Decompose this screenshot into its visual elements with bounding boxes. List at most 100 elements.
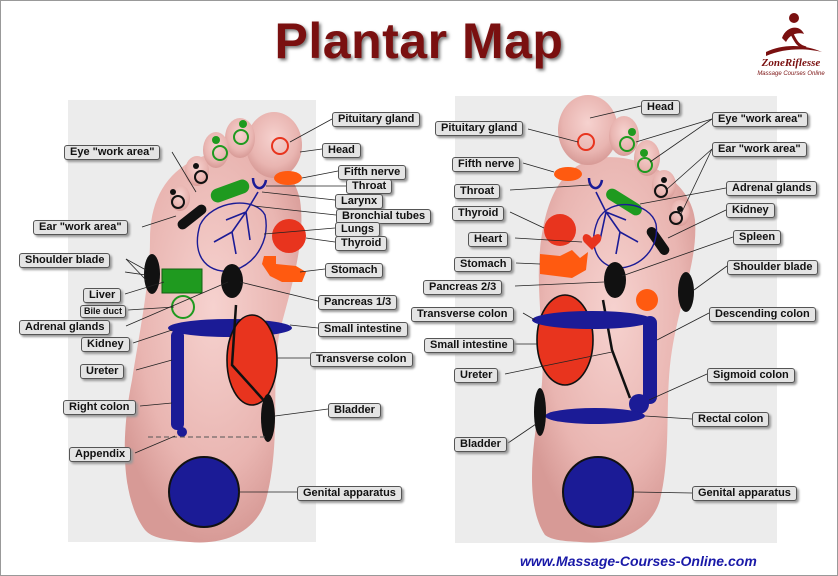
logo-tagline: Massage Courses Online	[757, 71, 825, 77]
right-label-ear-work-area: Ear "work area"	[712, 142, 807, 157]
left-label-eye-work-area: Eye "work area"	[64, 145, 161, 160]
right-ear-dot	[661, 177, 667, 183]
left-appendix-mark	[177, 427, 187, 437]
left-toe-4	[185, 156, 209, 186]
left-label-larynx: Larynx	[335, 194, 384, 209]
right-stomach-mark	[540, 250, 588, 278]
right-label-kidney: Kidney	[726, 203, 775, 218]
zone-riflesse-logo-icon	[766, 13, 822, 56]
left-foot	[124, 112, 306, 543]
right-shoulder-mark	[678, 272, 694, 312]
left-lungs-outline	[196, 202, 267, 272]
right-label-thyroid: Thyroid	[452, 206, 505, 221]
left-label-bladder: Bladder	[328, 403, 381, 418]
left-eye-ring	[233, 129, 249, 145]
left-label-ear-work-area: Ear "work area"	[33, 220, 128, 235]
left-throat-mark	[251, 177, 268, 190]
left-thyroid-bar	[210, 179, 250, 203]
right-eye-ring-2	[637, 157, 653, 173]
right-label-stomach: Stomach	[454, 257, 513, 272]
right-eye-dot	[628, 128, 636, 136]
logo-name: ZoneRiflesse	[761, 57, 821, 69]
right-toe-big	[558, 95, 618, 165]
right-label-descending-colon: Descending colon	[709, 307, 816, 322]
right-eye-ring	[619, 136, 635, 152]
right-fifth-nerve-mark	[554, 167, 582, 181]
right-label-eye-work-area: Eye "work area"	[712, 112, 809, 127]
right-label-pituitary-gland: Pituitary gland	[435, 121, 524, 136]
left-label-kidney: Kidney	[81, 337, 130, 352]
right-toe-2	[609, 116, 639, 156]
left-eye-dot	[239, 120, 247, 128]
left-label-transverse-colon: Transverse colon	[310, 352, 413, 367]
left-label-genital-apparatus: Genital apparatus	[297, 486, 402, 501]
right-adrenal-bar	[606, 188, 642, 216]
left-stomach-mark	[262, 256, 306, 282]
left-shoulder-mark	[144, 254, 160, 294]
left-label-head: Head	[322, 143, 361, 158]
right-kidney-mark	[536, 294, 594, 386]
left-ear-bar	[177, 204, 207, 230]
right-label-pancreas: Pancreas 2/3	[423, 280, 503, 295]
left-genital-mark	[168, 456, 240, 528]
right-label-spleen: Spleen	[733, 230, 782, 245]
right-ear-dot-2	[677, 206, 683, 212]
right-thyroid-mark	[544, 214, 576, 246]
right-throat-mark	[587, 177, 604, 190]
page-title: Plantar Map	[274, 13, 564, 69]
left-label-shoulder-blade: Shoulder blade	[19, 253, 111, 268]
right-label-sigmoid-colon: Sigmoid colon	[707, 368, 795, 383]
left-toe-2	[225, 118, 255, 158]
left-liver-mark	[161, 268, 203, 294]
left-label-ureter: Ureter	[80, 364, 125, 379]
left-label-lungs: Lungs	[335, 222, 380, 237]
left-kidney-mark	[226, 314, 278, 406]
left-pituitary-mark	[271, 137, 289, 155]
left-ear-dot-2	[170, 189, 176, 195]
right-ear-ring-2	[669, 211, 683, 225]
right-leader-lines	[504, 105, 734, 494]
right-label-adrenal-glands: Adrenal glands	[726, 181, 818, 196]
left-label-stomach: Stomach	[325, 263, 384, 278]
left-bladder-mark	[261, 394, 275, 442]
left-label-bronchial-tubes: Bronchial tubes	[336, 209, 432, 224]
right-bronchial-tree	[595, 191, 639, 255]
right-rectal-colon	[545, 408, 645, 424]
left-ear-ring	[194, 170, 208, 184]
left-label-liver: Liver	[83, 288, 122, 303]
right-label-genital-apparatus: Genital apparatus	[692, 486, 797, 501]
website-link[interactable]: www.Massage-Courses-Online.com	[520, 553, 757, 569]
right-label-transverse-colon: Transverse colon	[411, 307, 514, 322]
right-foot	[531, 95, 696, 543]
right-descending-colon	[643, 316, 657, 404]
right-transverse-colon	[532, 311, 652, 329]
right-label-rectal-colon: Rectal colon	[692, 412, 770, 427]
left-label-pancreas: Pancreas 1/3	[318, 295, 398, 310]
left-eye-dot-2	[212, 136, 220, 144]
right-genital-mark	[562, 456, 634, 528]
left-thyroid-mark	[272, 219, 306, 253]
left-fifth-nerve-mark	[274, 171, 302, 185]
left-leader-lines	[124, 118, 346, 493]
right-label-head: Head	[641, 100, 680, 115]
right-lungs-outline	[593, 204, 658, 269]
left-right-colon	[171, 330, 184, 430]
right-sigmoid-mark	[629, 394, 649, 414]
right-label-heart: Heart	[468, 232, 509, 247]
right-eye-dot-2	[640, 149, 648, 157]
left-label-small-intestine: Small intestine	[318, 322, 408, 337]
right-kidney-bar	[646, 226, 670, 256]
left-label-fifth-nerve: Fifth nerve	[338, 165, 407, 180]
left-pancreas-mark	[221, 264, 243, 298]
left-label-throat: Throat	[346, 179, 393, 194]
left-ear-ring-2	[171, 195, 185, 209]
left-bronchial-tree	[213, 191, 259, 255]
right-label-fifth-nerve: Fifth nerve	[452, 157, 521, 172]
left-foot-sole	[124, 150, 302, 543]
right-spleen-mark	[636, 289, 658, 311]
left-ear-dot	[193, 163, 199, 169]
left-label-bile-duct: Bile duct	[80, 305, 127, 318]
left-label-thyroid: Thyroid	[335, 236, 388, 251]
right-label-ureter: Ureter	[454, 368, 499, 383]
